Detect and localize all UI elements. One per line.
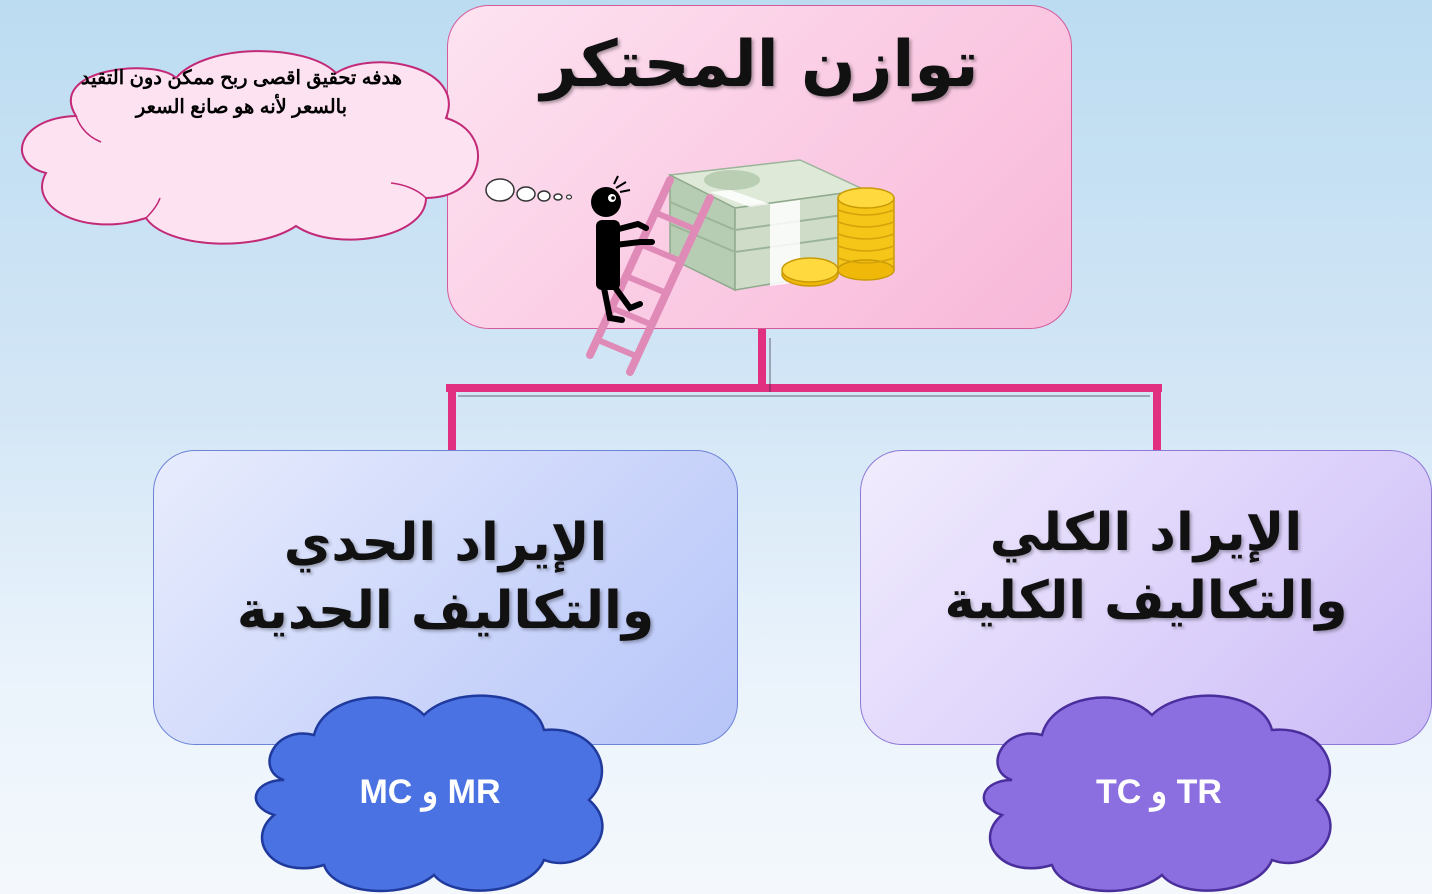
top-node-title: توازن المحتكر (540, 28, 979, 102)
thought-cloud: هدفه تحقيق اقصى ربح ممكن دون التقيد بالس… (6, 38, 492, 253)
right-node-title: الإيراد الكلي والتكاليف الكلية (944, 502, 1348, 631)
right-cloud-label: TR و TC (1096, 773, 1222, 811)
left-node: الإيراد الحدي والتكاليف الحدية (153, 450, 738, 745)
left-cloud-label: MR و MC (359, 773, 501, 811)
left-cloud: MR و MC (244, 690, 616, 894)
right-cloud: TR و TC (972, 690, 1346, 894)
monopoly-illustration (485, 159, 895, 376)
thought-cloud-text: هدفه تحقيق اقصى ربح ممكن دون التقيد بالس… (80, 67, 403, 118)
right-node: الإيراد الكلي والتكاليف الكلية (860, 450, 1432, 745)
gold-coins-icon (781, 187, 895, 287)
left-node-title: الإيراد الحدي والتكاليف الحدية (236, 512, 655, 641)
stick-figure-icon (591, 175, 655, 323)
ladder-icon (586, 176, 714, 376)
